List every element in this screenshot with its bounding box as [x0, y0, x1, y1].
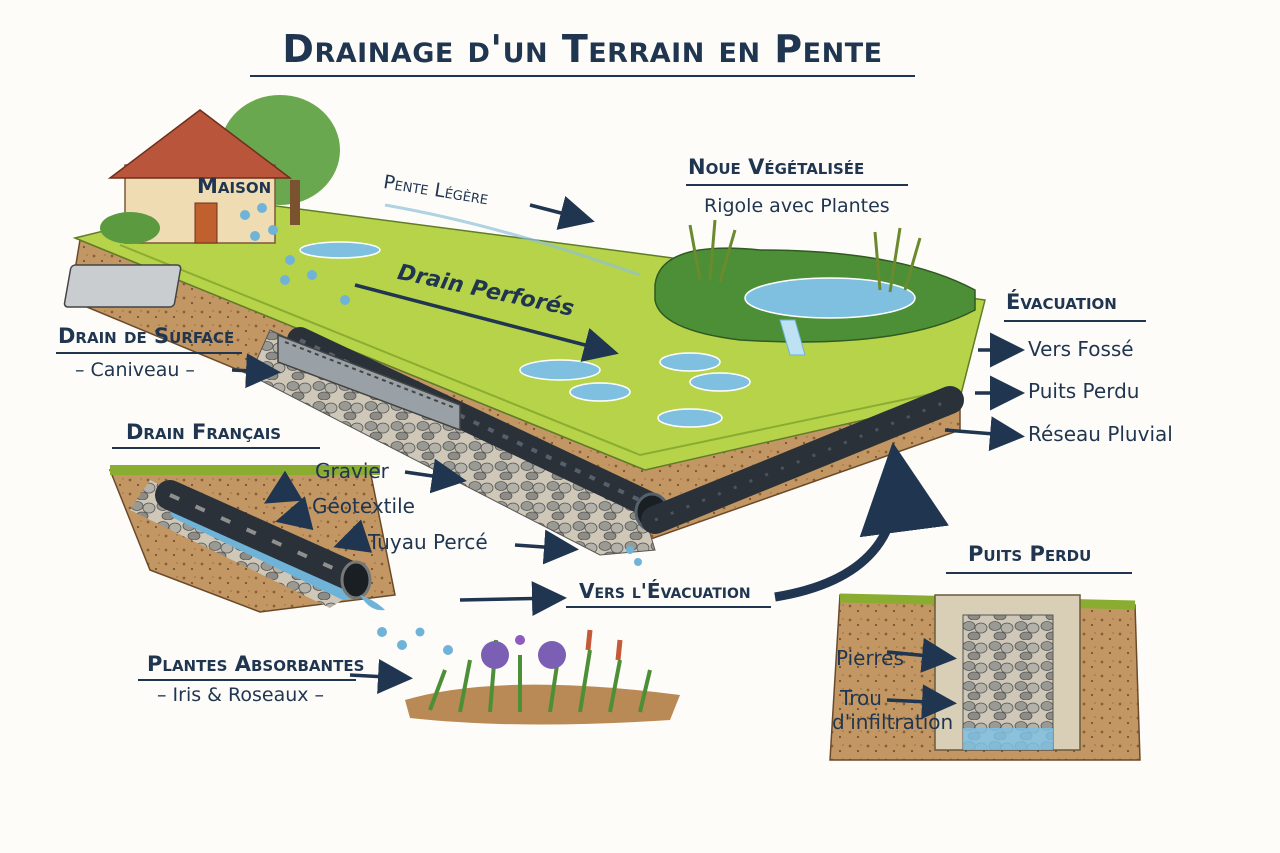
- evacuation-underline: [1004, 320, 1146, 322]
- curved-arrow: [774, 442, 949, 602]
- label-drain-surface: Drain de Surface: [58, 324, 235, 348]
- label-iris-roseaux: – Iris & Roseaux –: [157, 684, 325, 706]
- noue-underline: [686, 184, 908, 186]
- drain-francais-underline: [112, 447, 320, 449]
- absorbing-plants: [405, 629, 680, 725]
- soakaway-well: [829, 593, 1141, 761]
- label-noue-title: Noue Végétalisée: [688, 155, 865, 179]
- label-puits-perdu-title: Puits Perdu: [968, 542, 1092, 566]
- label-caniveau: – Caniveau –: [75, 359, 195, 381]
- rain-drops: [240, 203, 350, 305]
- page-title: Drainage d'un Terrain en Pente: [282, 27, 883, 71]
- label-reseau-pluvial: Réseau Pluvial: [1028, 422, 1173, 446]
- vers-evacuation-underline: [566, 606, 771, 608]
- outflow-drops: [360, 546, 642, 655]
- label-plantes-absorbantes: Plantes Absorbantes: [147, 652, 365, 676]
- label-trou-line1: Trou: [840, 686, 882, 710]
- label-vers-fosse: Vers Fossé: [1028, 337, 1134, 361]
- house-drawing: [100, 95, 340, 244]
- grate: [63, 264, 182, 308]
- label-maison: Maison: [197, 174, 272, 198]
- label-puits-perdu-out: Puits Perdu: [1028, 379, 1140, 403]
- label-drain-francais: Drain Français: [126, 420, 282, 444]
- label-trou-line2: d'infiltration: [832, 710, 954, 734]
- label-pierres: Pierres: [836, 646, 904, 670]
- label-evacuation: Évacuation: [1006, 290, 1117, 314]
- plantes-underline: [138, 679, 356, 681]
- label-vers-evacuation: Vers l'Évacuation: [579, 579, 751, 603]
- label-geotextile: Géotextile: [312, 494, 415, 518]
- label-noue-sub: Rigole avec Plantes: [704, 195, 890, 217]
- arrows: [231, 196, 1025, 720]
- noue-pond: [654, 219, 976, 356]
- water-puddles: [299, 241, 751, 428]
- puits-perdu-underline: [946, 572, 1132, 574]
- channel-drain: [277, 333, 461, 432]
- title-underline: [250, 75, 915, 77]
- drain-surface-underline: [56, 352, 242, 354]
- french-drain-cutaway: [108, 465, 396, 613]
- label-tuyau-perce: Tuyau Percé: [368, 530, 488, 554]
- label-gravier: Gravier: [315, 459, 389, 483]
